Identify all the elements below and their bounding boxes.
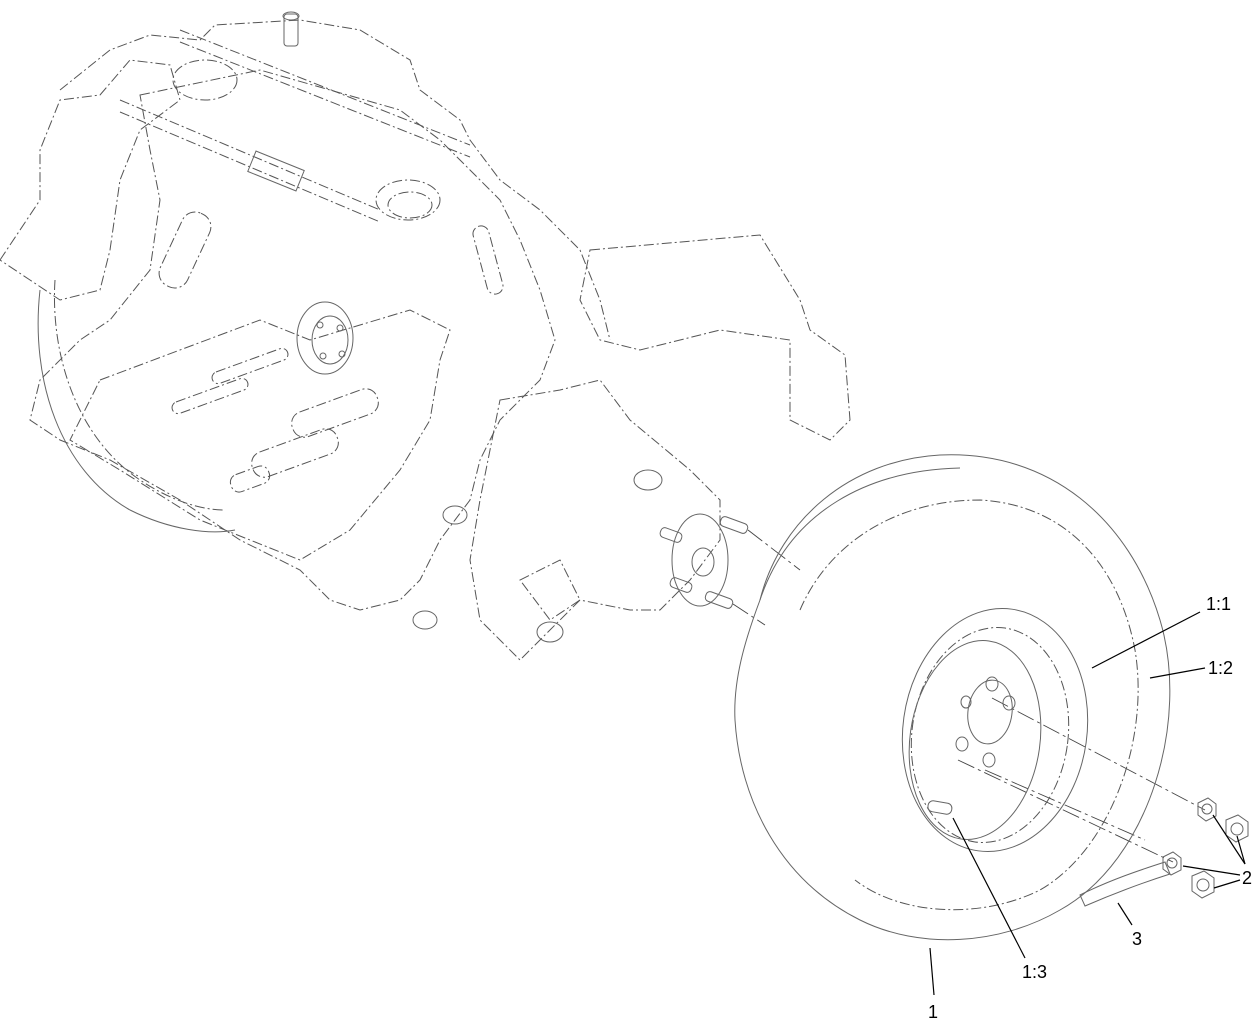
- lug-hole: [982, 752, 996, 768]
- front-arm-assembly: [469, 234, 851, 661]
- top-opening: [172, 59, 238, 101]
- rim-center-bore: [967, 679, 1013, 745]
- machine-frame: [0, 11, 611, 643]
- central-frame-body: [29, 69, 556, 611]
- tire-shoulder: [759, 467, 961, 601]
- wheel-stud: [719, 516, 749, 534]
- wheel-rim-inner: [910, 627, 1070, 843]
- platform-slot: [251, 428, 339, 478]
- wheel-assembly: [734, 454, 1171, 941]
- front-motor-housing: [579, 234, 851, 441]
- wheel-weight: [1079, 861, 1171, 907]
- tire-tread-line: [799, 499, 1139, 911]
- drive-motor-face: [311, 315, 349, 365]
- platform-slot: [211, 347, 289, 385]
- bushing: [536, 621, 564, 643]
- platform-slot: [171, 377, 249, 415]
- leader-2-c: [1182, 865, 1241, 876]
- leader-3: [1117, 902, 1133, 926]
- front-arm: [469, 379, 721, 661]
- rear-drum-inner: [53, 279, 226, 511]
- lug-nut: [1162, 851, 1182, 876]
- wheel-hub-flange: [671, 513, 729, 607]
- platform-plate: [69, 309, 451, 561]
- centerline: [984, 769, 1146, 841]
- motor-bolt: [336, 324, 344, 332]
- arm-cutout: [519, 559, 581, 621]
- lug-nuts: [1162, 797, 1249, 899]
- top-opening: [375, 179, 441, 221]
- callout-1: 1: [928, 1002, 938, 1022]
- lug-hole: [985, 676, 999, 692]
- top-opening: [387, 191, 433, 219]
- callout-3: 3: [1132, 929, 1142, 949]
- valve-stem: [927, 800, 953, 815]
- wheel-stud: [659, 527, 683, 543]
- platform-slot: [229, 465, 271, 493]
- leader-1-1: [1091, 611, 1201, 669]
- bushing: [442, 505, 468, 525]
- top-frame-rail: [119, 99, 381, 211]
- centerline: [991, 697, 1206, 811]
- wheel-stud: [704, 591, 734, 609]
- side-plate-cutout: [158, 211, 212, 289]
- lug-hole: [960, 695, 972, 709]
- bushing: [412, 610, 438, 630]
- wheel-disc: [908, 640, 1042, 840]
- motor-bolt: [338, 350, 346, 358]
- leader-2-a: [1212, 814, 1246, 865]
- callout-1-2: 1:2: [1208, 658, 1233, 678]
- warning-decal: [247, 150, 305, 192]
- side-plate-cutout: [472, 225, 504, 295]
- top-frame-rail: [179, 41, 471, 158]
- centerline: [747, 529, 801, 571]
- centerline: [957, 759, 1174, 863]
- wheel-hub-center: [691, 547, 715, 577]
- motor-bolt: [316, 321, 324, 329]
- callout-labels: 1:1 1:2 2 3 1:3 1: [928, 594, 1252, 1022]
- leader-1: [929, 947, 935, 996]
- hub-bearing: [633, 469, 663, 491]
- rear-drum: [37, 289, 236, 533]
- centerline: [732, 603, 766, 626]
- frame-pin-top: [282, 11, 300, 21]
- left-side-panel: [0, 59, 181, 301]
- tire-outer: [734, 454, 1171, 941]
- drive-motor: [296, 301, 354, 375]
- lug-nut: [1191, 870, 1215, 899]
- lug-hole: [1002, 695, 1016, 711]
- top-frame-rail: [119, 111, 381, 223]
- rear-fender-outline: [59, 19, 611, 341]
- wheel-stud: [669, 577, 693, 593]
- callout-2: 2: [1242, 868, 1252, 888]
- frame-pin: [283, 13, 299, 47]
- lug-hole: [955, 736, 969, 752]
- top-frame-rail: [179, 29, 471, 146]
- callout-1-1: 1:1: [1206, 594, 1231, 614]
- lug-nut: [1197, 797, 1217, 822]
- platform-slot: [291, 388, 379, 438]
- leader-1-2: [1149, 667, 1206, 679]
- leader-1-3: [952, 817, 1026, 959]
- leader-2-d: [1213, 879, 1241, 889]
- leader-2-b: [1236, 835, 1246, 865]
- assembly-centerlines: [732, 529, 1206, 863]
- wheel-rim: [901, 608, 1089, 852]
- leader-lines: [929, 611, 1246, 996]
- callout-1-3: 1:3: [1022, 962, 1047, 982]
- motor-bolt: [319, 352, 327, 360]
